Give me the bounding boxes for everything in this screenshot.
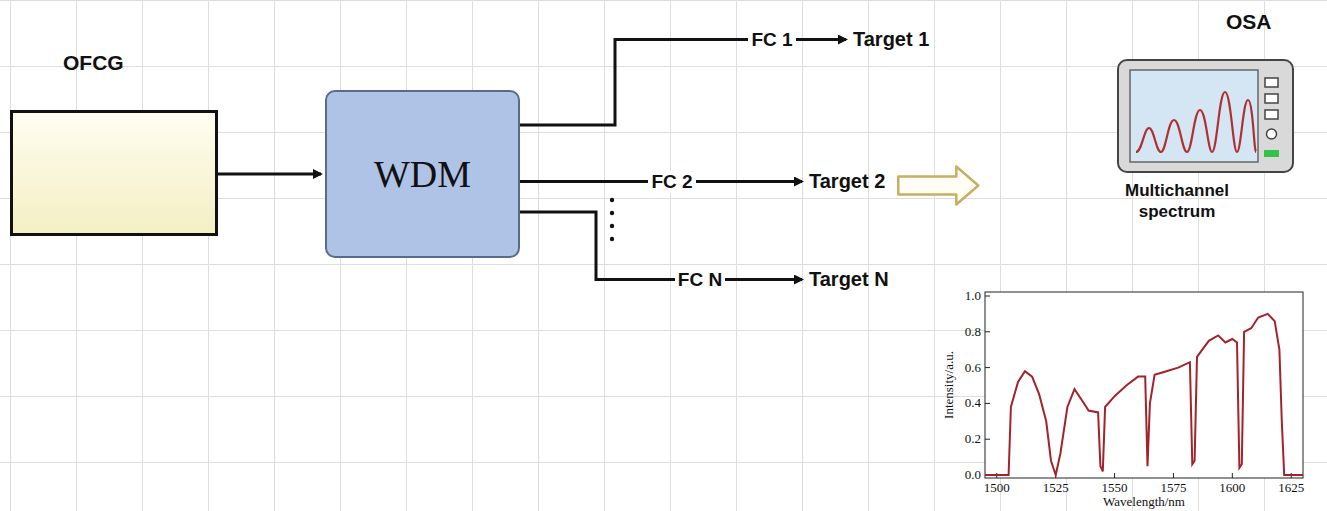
axis-tick-label: 0.8 <box>965 324 981 340</box>
fiber-label: FC N <box>675 269 725 291</box>
target-label: Target N <box>806 266 892 293</box>
node-text: Target N <box>809 268 889 291</box>
axis-tick-label: 1575 <box>1160 480 1186 496</box>
spectrum-chart <box>985 292 1303 478</box>
laser-source-box: OFCG <box>10 110 218 236</box>
fiber-connector <box>520 212 802 280</box>
axis-tick-label: 1.0 <box>965 288 981 304</box>
axis-tick-label: 1550 <box>1102 480 1128 496</box>
axis-tick-label: 0.0 <box>965 467 981 483</box>
fiber-connector <box>218 173 321 176</box>
axis-tick-label: 1600 <box>1219 480 1245 496</box>
axis-tick-label: 0.2 <box>965 431 981 447</box>
node-text: Target 1 <box>853 28 929 51</box>
axis-title: Intensity/a.u. <box>941 351 957 419</box>
axis-tick-label: 1500 <box>984 480 1010 496</box>
osa-monitor <box>1118 60 1293 172</box>
axis-tick-label: 0.4 <box>965 395 981 411</box>
axis-tick-label: 1525 <box>1043 480 1069 496</box>
wdm-box: WDM <box>325 90 520 258</box>
ellipsis-dots <box>610 198 614 241</box>
fiber-label: FC 1 <box>748 29 795 51</box>
node-text: WDM <box>374 152 471 196</box>
target-label: Target 1 <box>850 26 932 53</box>
axis-title: Wavelength/nm <box>1103 494 1185 510</box>
node-text: Target 2 <box>809 170 885 193</box>
axis-tick-label: 0.6 <box>965 360 981 376</box>
osa-monitor-box: OSA <box>1118 60 1293 172</box>
target-label: Target 2 <box>806 168 888 195</box>
chart-title: Multichannel spectrum <box>1112 180 1242 222</box>
fiber-connector <box>520 40 846 126</box>
fiber-label: FC 2 <box>648 171 695 193</box>
node-text: OSA <box>1226 10 1272 34</box>
node-text: OFCG <box>63 51 124 75</box>
block-arrow <box>898 167 978 205</box>
axis-tick-label: 1625 <box>1278 480 1304 496</box>
